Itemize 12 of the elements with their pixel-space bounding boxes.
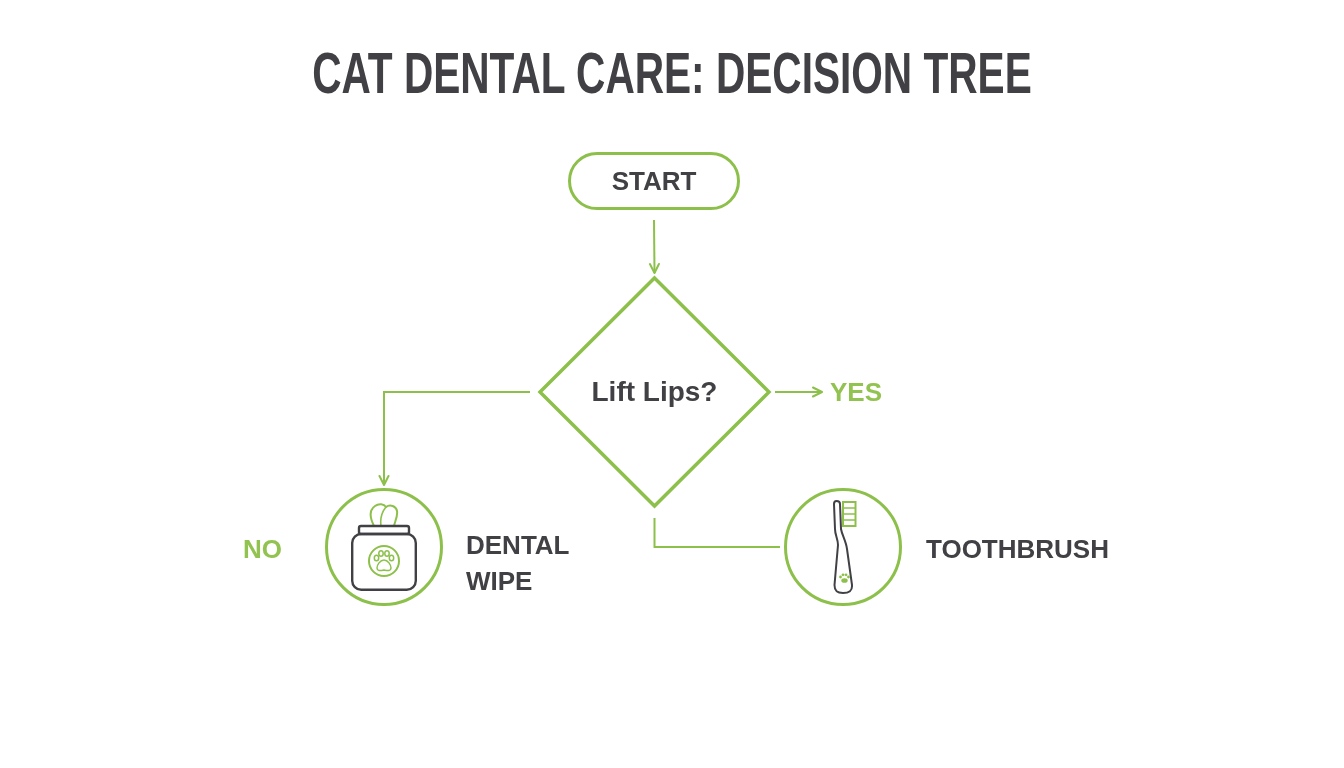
option-label: DENTAL WIPE [466,529,571,598]
option-label: TOOTHBRUSH [926,533,1109,566]
arrow [774,386,823,398]
connector-line [653,517,781,548]
branch-label: NO [243,533,282,566]
start-terminal [568,152,740,210]
arrow [378,391,531,486]
arrow [648,219,660,274]
diagram-title: CAT DENTAL CARE: DECISION TREE [312,43,1032,103]
terminal-label: START [611,165,697,197]
branch-label: YES [830,376,883,408]
question-label: Lift Lips? [591,375,718,409]
